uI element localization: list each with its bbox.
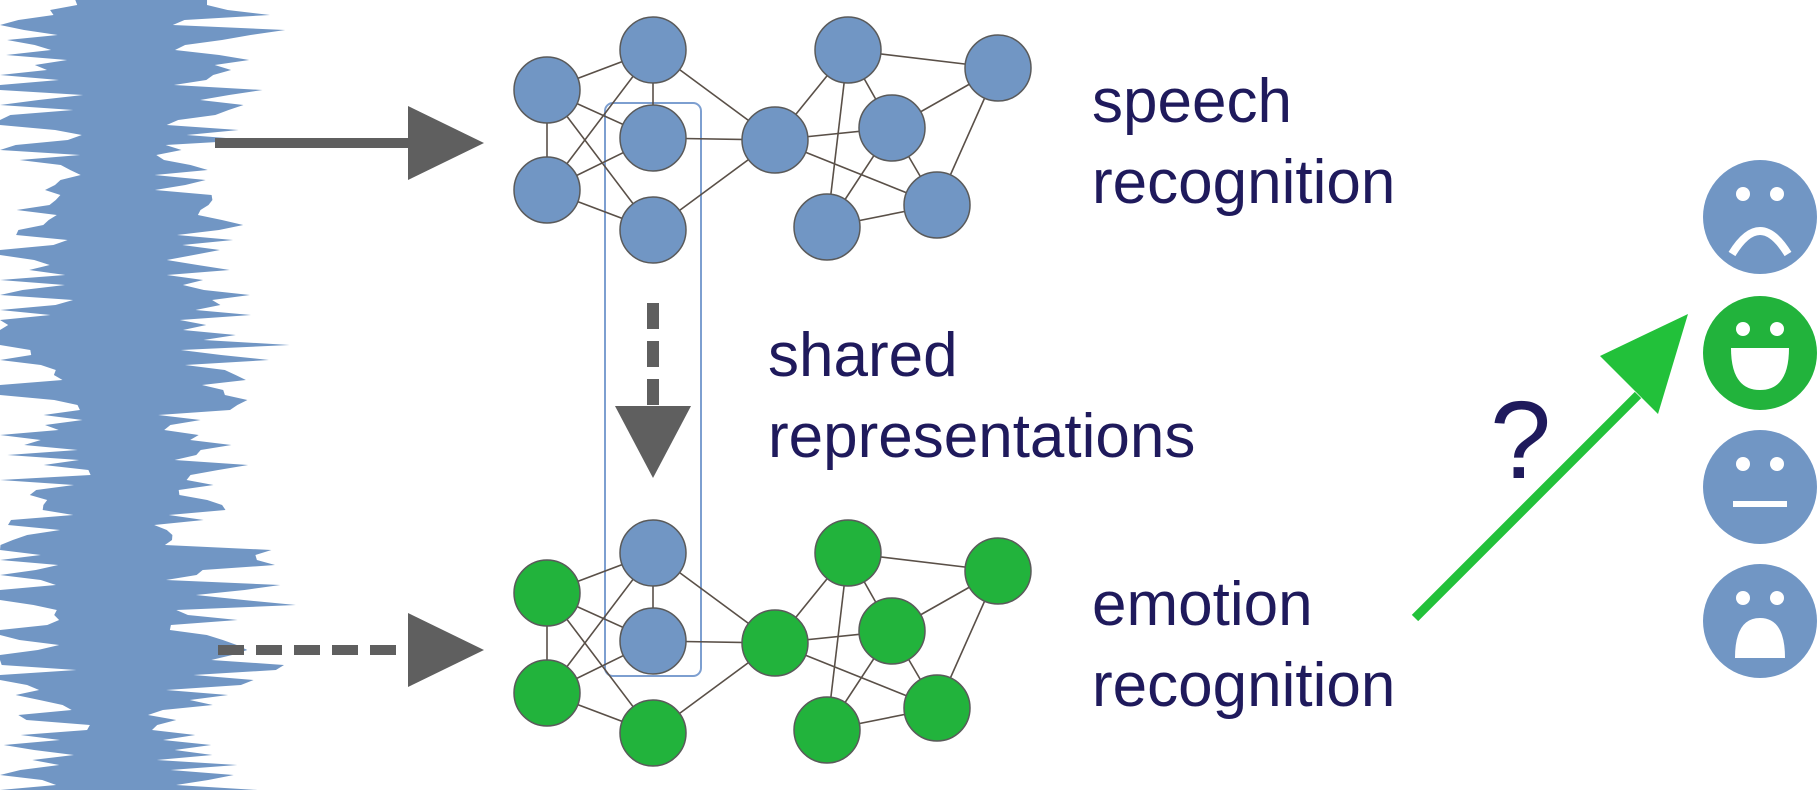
network-node [964, 537, 1032, 605]
network-node [858, 597, 926, 665]
network-node [619, 519, 687, 587]
question-mark: ? [1490, 379, 1551, 502]
network-node [619, 196, 687, 264]
happy-face-icon [1703, 296, 1817, 410]
shared-down-arrow [615, 303, 691, 478]
network-node [903, 171, 971, 239]
network-node [793, 193, 861, 261]
network-node [741, 106, 809, 174]
emotion-output-arrow [1411, 314, 1688, 622]
shared-label-line2: representations [768, 402, 1195, 471]
network-node [619, 699, 687, 767]
speech-input-arrow [215, 106, 484, 180]
network-node [513, 559, 581, 627]
emotion-recognition-network [513, 519, 1032, 767]
network-node [513, 156, 581, 224]
emotion-label-line2: recognition [1092, 651, 1395, 720]
network-node [858, 94, 926, 162]
shared-label-line1: shared [768, 321, 958, 390]
network-node [513, 659, 581, 727]
emotion-input-arrow [218, 613, 484, 687]
network-node [619, 104, 687, 172]
network-node [964, 34, 1032, 102]
surprised-face-icon [1703, 564, 1817, 678]
network-node [903, 674, 971, 742]
network-node [814, 519, 882, 587]
speech-label-line2: recognition [1092, 148, 1395, 217]
network-node [619, 607, 687, 675]
network-node [814, 16, 882, 84]
emotion-faces [1703, 160, 1817, 678]
speech-label-line1: speech [1092, 67, 1292, 136]
speech-recognition-network [513, 16, 1032, 264]
network-node [741, 609, 809, 677]
network-node [793, 696, 861, 764]
neutral-face-icon [1703, 430, 1817, 544]
sad-face-icon [1703, 160, 1817, 274]
emotion-label-line1: emotion [1092, 570, 1313, 639]
audio-waveform-icon [0, 0, 296, 790]
network-node [619, 16, 687, 84]
network-node [513, 56, 581, 124]
